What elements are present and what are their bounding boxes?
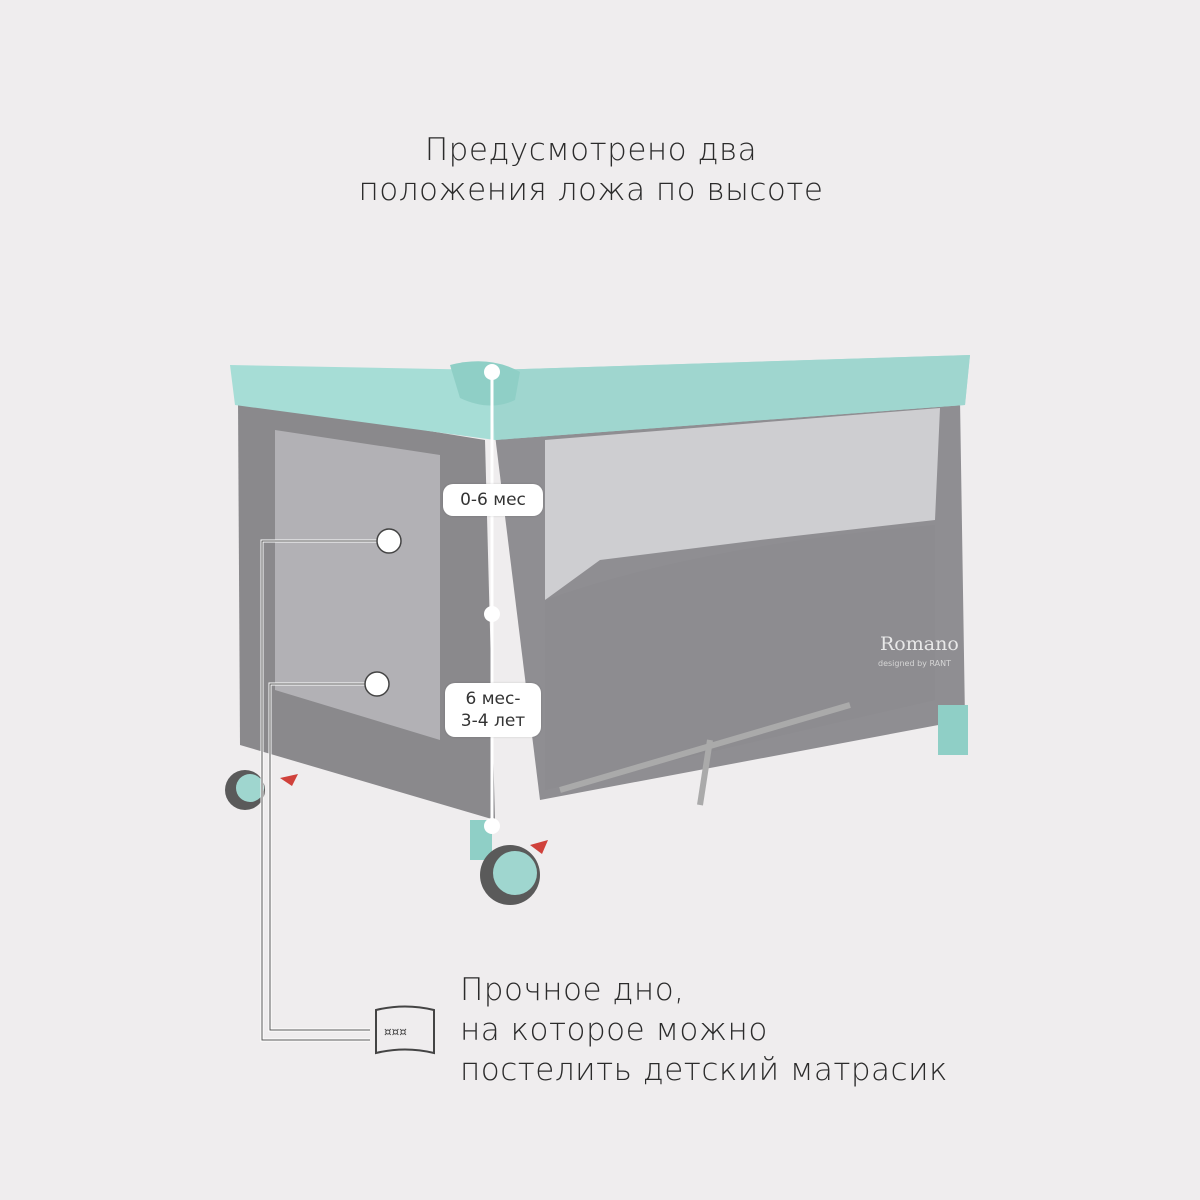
side-mesh-window xyxy=(545,408,940,600)
height-label-line-2: 3-4 лет xyxy=(460,711,526,731)
feature-line-3: постелить детский матрасик xyxy=(460,1052,948,1088)
product-logo: Romano xyxy=(880,633,959,655)
svg-text:¤¤¤: ¤¤¤ xyxy=(384,1025,407,1039)
heading-line-1: Предусмотрено два xyxy=(424,132,758,168)
end-mesh-window xyxy=(275,430,440,740)
callout-dot xyxy=(376,528,402,554)
height-label-0-6: 0-6 мес xyxy=(443,484,543,516)
height-label-line-1: 6 мес- xyxy=(465,689,521,709)
svg-text:designed by RANT: designed by RANT xyxy=(878,659,951,668)
feature-text: Прочное дно, на которое можно постелить … xyxy=(460,970,948,1090)
heading: Предусмотрено два положения ложа по высо… xyxy=(0,130,1182,210)
height-label-6-48: 6 мес- 3-4 лет xyxy=(445,683,541,737)
feature-line-2: на которое можно xyxy=(460,1012,768,1048)
feature-line-1: Прочное дно, xyxy=(460,972,685,1008)
heading-line-2: положения ложа по высоте xyxy=(358,172,824,208)
callout-dot xyxy=(364,671,390,697)
height-label-text: 0-6 мес xyxy=(460,490,526,510)
mattress-base-icon: ¤¤¤ xyxy=(375,1005,435,1055)
